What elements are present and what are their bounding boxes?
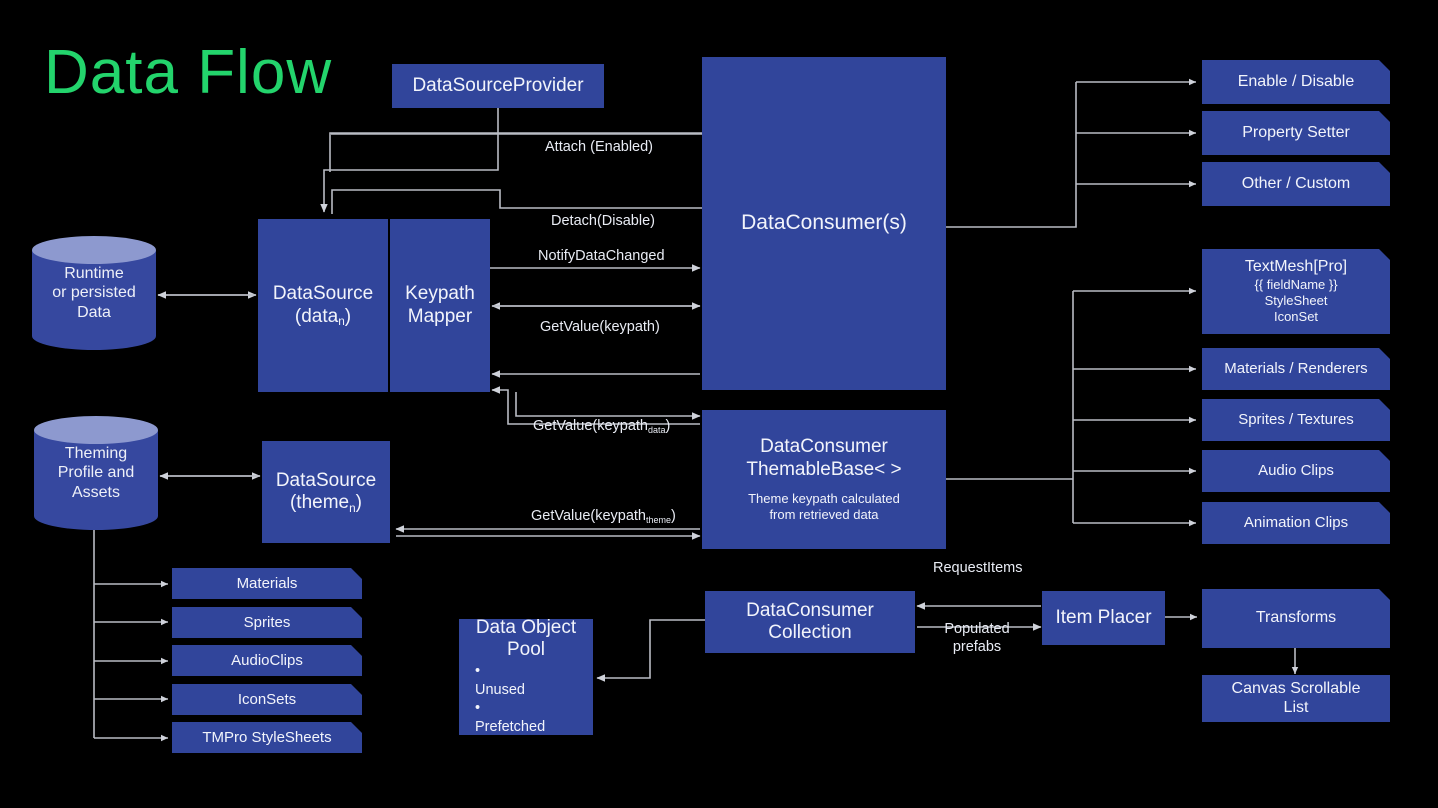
bullet-label: Unused bbox=[475, 681, 525, 698]
bullet-label: Prefetched bbox=[475, 719, 546, 736]
node-item-placer[interactable]: Item Placer bbox=[1042, 591, 1165, 645]
gv-data-post: ) bbox=[665, 418, 671, 434]
node-bullet-list: • Unused • Prefetched bbox=[465, 662, 587, 737]
node-note-line-1: Theme keypath calculated bbox=[748, 491, 900, 507]
node-data-object-pool[interactable]: Data Object Pool • Unused • Prefetched bbox=[459, 616, 593, 737]
node-sprites-textures[interactable]: Sprites / Textures bbox=[1202, 399, 1390, 441]
bullet-item: • Unused bbox=[475, 662, 587, 700]
node-data-consumer-themable-base[interactable]: DataConsumer ThemableBase< > Theme keypa… bbox=[702, 410, 946, 549]
gv-data-sub: data bbox=[648, 424, 666, 435]
node-label-line-2: ThemableBase< > bbox=[746, 458, 902, 480]
node-canvas-scrollable-list[interactable]: Canvas Scrollable List bbox=[1202, 675, 1390, 722]
spacer bbox=[708, 481, 940, 491]
edge-label-notify-data-changed: NotifyDataChanged bbox=[538, 248, 665, 264]
cylinder-body bbox=[32, 250, 156, 336]
ds-open: (data bbox=[294, 305, 339, 327]
node-transforms[interactable]: Transforms bbox=[1202, 589, 1390, 648]
edge-label-populated-prefabs-2: prefabs bbox=[952, 639, 1002, 655]
node-data-source-provider[interactable]: DataSourceProvider bbox=[392, 64, 604, 108]
cylinder-top bbox=[34, 416, 158, 444]
node-note-line-2: from retrieved data bbox=[769, 506, 879, 522]
edge-label-getvalue-keypath: GetValue(keypath) bbox=[540, 319, 660, 335]
node-label-line-2: Pool bbox=[506, 639, 546, 661]
node-audio-clips[interactable]: Audio Clips bbox=[1202, 450, 1390, 492]
node-asset-audioclips[interactable]: AudioClips bbox=[172, 645, 362, 676]
cyl-line-1: Runtime bbox=[64, 265, 124, 283]
node-animation-clips[interactable]: Animation Clips bbox=[1202, 502, 1390, 544]
cyl-line-3: Data bbox=[77, 303, 111, 321]
node-data-source-theme[interactable]: DataSource (themen) bbox=[262, 441, 390, 543]
node-label-line-1: Canvas Scrollable bbox=[1231, 679, 1361, 697]
edge-label-attach: Attach (Enabled) bbox=[545, 139, 654, 155]
gv-theme-sub: theme bbox=[646, 514, 671, 525]
cylinder-body bbox=[34, 430, 158, 516]
edge-label-request-items: RequestItems bbox=[933, 560, 1023, 576]
node-asset-tmpro-stylesheets[interactable]: TMPro StyleSheets bbox=[172, 722, 362, 753]
edge-label-getvalue-keypath-theme: GetValue(keypaththeme) bbox=[531, 508, 676, 525]
node-label-line-2: (themen) bbox=[268, 492, 384, 515]
node-subline-3: IconSet bbox=[1273, 308, 1319, 324]
page-title: Data Flow bbox=[44, 38, 333, 107]
edge-label-detach: Detach(Disable) bbox=[551, 213, 655, 229]
gv-theme-pre: GetValue(keypath bbox=[531, 508, 646, 524]
node-label-line-2: List bbox=[1283, 698, 1309, 716]
gv-data-pre: GetValue(keypath bbox=[533, 418, 648, 434]
node-subline-1: {{ fieldName }} bbox=[1254, 277, 1338, 293]
node-data-source-data[interactable]: DataSource (datan) bbox=[258, 219, 388, 392]
dst-open: (theme bbox=[289, 492, 350, 513]
cylinder-top bbox=[32, 236, 156, 264]
ds-subscript: n bbox=[338, 315, 345, 329]
edge-label-getvalue-keypath-data: GetValue(keypathdata) bbox=[533, 418, 670, 435]
node-label-line-1: Keypath bbox=[405, 283, 475, 305]
bullet-item: • Prefetched bbox=[475, 699, 587, 737]
node-label-line-2: (datan) bbox=[264, 305, 382, 329]
dst-subscript: n bbox=[349, 501, 356, 515]
ds-close: ) bbox=[344, 305, 352, 327]
cyl-line-2: Profile and bbox=[57, 464, 135, 482]
node-keypath-mapper[interactable]: Keypath Mapper bbox=[390, 219, 490, 392]
node-label-line-1: Data Object bbox=[475, 616, 577, 638]
node-data-consumers[interactable]: DataConsumer(s) bbox=[702, 57, 946, 390]
dst-close: ) bbox=[355, 492, 362, 513]
node-asset-iconsets[interactable]: IconSets bbox=[172, 684, 362, 715]
node-other-custom[interactable]: Other / Custom bbox=[1202, 162, 1390, 206]
node-label-line-2: Collection bbox=[768, 622, 852, 643]
cylinder-theming-assets-label: Theming Profile and Assets bbox=[34, 416, 158, 530]
node-asset-sprites[interactable]: Sprites bbox=[172, 607, 362, 638]
node-label-line-1: DataSource bbox=[272, 283, 374, 305]
cylinder-runtime-data: Runtime or persisted Data bbox=[32, 236, 156, 350]
node-label-line-1: DataSource bbox=[275, 469, 377, 491]
node-subline-2: StyleSheet bbox=[1264, 293, 1328, 308]
cylinder-runtime-data-label: Runtime or persisted Data bbox=[32, 236, 156, 350]
node-materials-renderers[interactable]: Materials / Renderers bbox=[1202, 348, 1390, 390]
edge-label-populated-prefabs-1: Populated bbox=[944, 621, 1010, 637]
node-property-setter[interactable]: Property Setter bbox=[1202, 111, 1390, 155]
node-enable-disable[interactable]: Enable / Disable bbox=[1202, 60, 1390, 104]
cyl-line-2: or persisted bbox=[52, 284, 136, 302]
node-label-line-1: DataConsumer bbox=[746, 599, 874, 621]
node-asset-materials[interactable]: Materials bbox=[172, 568, 362, 599]
gv-theme-post: ) bbox=[670, 508, 676, 524]
node-label-line-2: Mapper bbox=[407, 305, 473, 327]
bullet-dot: • bbox=[475, 662, 481, 679]
node-data-consumer-collection[interactable]: DataConsumer Collection bbox=[705, 591, 915, 653]
node-textmesh-pro[interactable]: TextMesh[Pro] {{ fieldName }} StyleSheet… bbox=[1202, 249, 1390, 334]
node-label-line-1: DataConsumer bbox=[760, 436, 888, 458]
cylinder-theming-assets: Theming Profile and Assets bbox=[34, 416, 158, 530]
bullet-dot: • bbox=[475, 700, 481, 717]
node-label-line-1: TextMesh[Pro] bbox=[1244, 258, 1348, 276]
cyl-line-3: Assets bbox=[71, 483, 120, 501]
cyl-line-1: Theming bbox=[64, 445, 128, 463]
